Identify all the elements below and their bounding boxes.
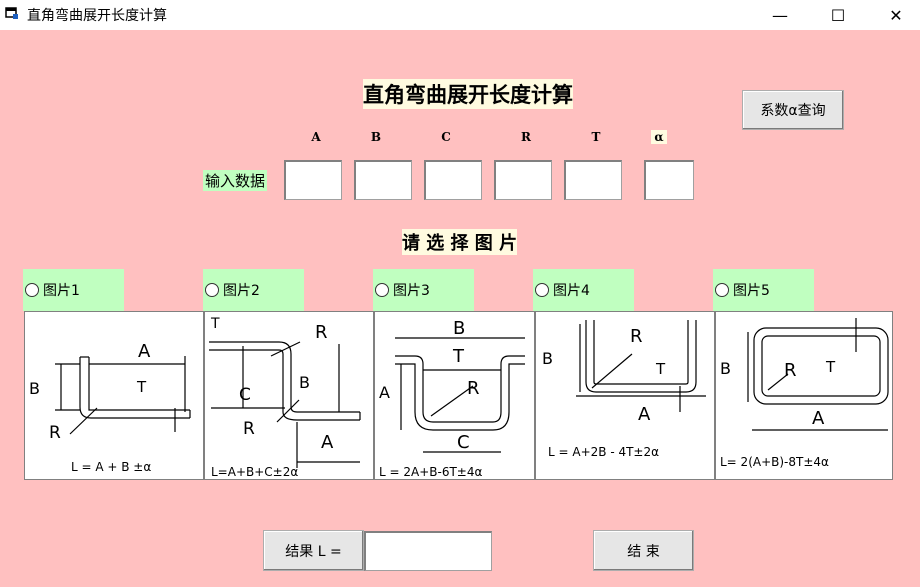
page-title: 直角弯曲展开长度计算 <box>363 79 573 109</box>
end-button[interactable]: 结 束 <box>593 530 694 571</box>
radio-circle[interactable] <box>205 283 219 297</box>
label-a: A <box>812 408 825 429</box>
picture-3-diagram: B T A R C L = 2A+B-6T±4α <box>379 318 525 479</box>
col-header-t: T <box>591 130 601 144</box>
label-r-bottom: R <box>243 419 255 439</box>
formula-5: L= 2(A+B)-8T±4α <box>720 455 829 469</box>
maximize-button[interactable]: ☐ <box>830 5 846 25</box>
label-b: B <box>720 359 731 378</box>
input-a[interactable] <box>284 160 342 200</box>
picture-2[interactable]: T R C B R A L=A+B+C±2α <box>204 311 374 480</box>
label-a: A <box>379 383 390 402</box>
picture-1[interactable]: A B T R L = A + B ±α <box>24 311 204 480</box>
label-r: R <box>784 360 797 381</box>
label-a: A <box>321 432 334 453</box>
input-c[interactable] <box>424 160 482 200</box>
label-a: A <box>138 341 151 362</box>
close-button[interactable]: ✕ <box>889 5 903 25</box>
formula-1: L = A + B ±α <box>71 460 151 474</box>
input-t[interactable] <box>564 160 622 200</box>
result-field[interactable] <box>364 531 492 571</box>
input-b[interactable] <box>354 160 412 200</box>
select-picture-title: 请 选 择 图 片 <box>402 229 518 255</box>
label-r-top: R <box>315 322 328 343</box>
label-a: A <box>638 404 651 425</box>
col-header-b: B <box>370 130 382 144</box>
col-header-a: A <box>311 130 321 144</box>
picture-5[interactable]: B R T A L= 2(A+B)-8T±4α <box>715 311 893 480</box>
label-t: T <box>825 358 836 376</box>
coefficient-query-button[interactable]: 系数α查询 <box>742 90 844 130</box>
formula-2: L=A+B+C±2α <box>211 465 298 479</box>
label-c: C <box>239 385 251 405</box>
picture-4[interactable]: R B T A L = A+2B - 4T±2α <box>535 311 715 480</box>
label-t: T <box>136 378 147 396</box>
label-r: R <box>49 423 61 443</box>
input-r[interactable] <box>494 160 552 200</box>
minimize-button[interactable]: — <box>772 5 788 25</box>
label-t: T <box>452 346 465 367</box>
radio-picture-2[interactable]: 图片2 <box>203 269 304 311</box>
label-b: B <box>299 373 310 392</box>
input-data-label: 输入数据 <box>203 170 268 191</box>
label-b: B <box>29 379 40 398</box>
radio-picture-3[interactable]: 图片3 <box>373 269 474 311</box>
title-bar: 直角弯曲展开长度计算 — ☐ ✕ <box>0 0 920 30</box>
label-r: R <box>467 378 480 399</box>
col-header-alpha: α <box>651 130 667 144</box>
radio-circle[interactable] <box>375 283 389 297</box>
app-icon <box>5 7 18 19</box>
input-alpha[interactable] <box>644 160 694 200</box>
formula-3: L = 2A+B-6T±4α <box>379 465 482 479</box>
label-t: T <box>655 360 666 378</box>
col-header-c: C <box>441 130 451 144</box>
label-b: B <box>453 318 465 339</box>
picture-2-diagram: T R C B R A L=A+B+C±2α <box>209 316 361 479</box>
radio-picture-1[interactable]: 图片1 <box>23 269 124 311</box>
radio-picture-5[interactable]: 图片5 <box>713 269 814 311</box>
radio-circle[interactable] <box>535 283 549 297</box>
window-title: 直角弯曲展开长度计算 <box>27 8 167 24</box>
label-r: R <box>630 326 643 347</box>
picture-1-diagram: A B T R L = A + B ±α <box>29 341 191 474</box>
label-c: C <box>457 432 470 453</box>
formula-4: L = A+2B - 4T±2α <box>548 445 659 459</box>
col-header-r: R <box>521 130 531 144</box>
radio-circle[interactable] <box>25 283 39 297</box>
label-t: T <box>210 316 220 332</box>
picture-4-diagram: R B T A L = A+2B - 4T±2α <box>542 320 706 459</box>
radio-circle[interactable] <box>715 283 729 297</box>
result-label: 结果 L = <box>263 530 364 571</box>
picture-3[interactable]: B T A R C L = 2A+B-6T±4α <box>374 311 535 480</box>
label-b: B <box>542 349 553 368</box>
picture-5-diagram: B R T A L= 2(A+B)-8T±4α <box>720 318 889 469</box>
radio-picture-4[interactable]: 图片4 <box>533 269 634 311</box>
